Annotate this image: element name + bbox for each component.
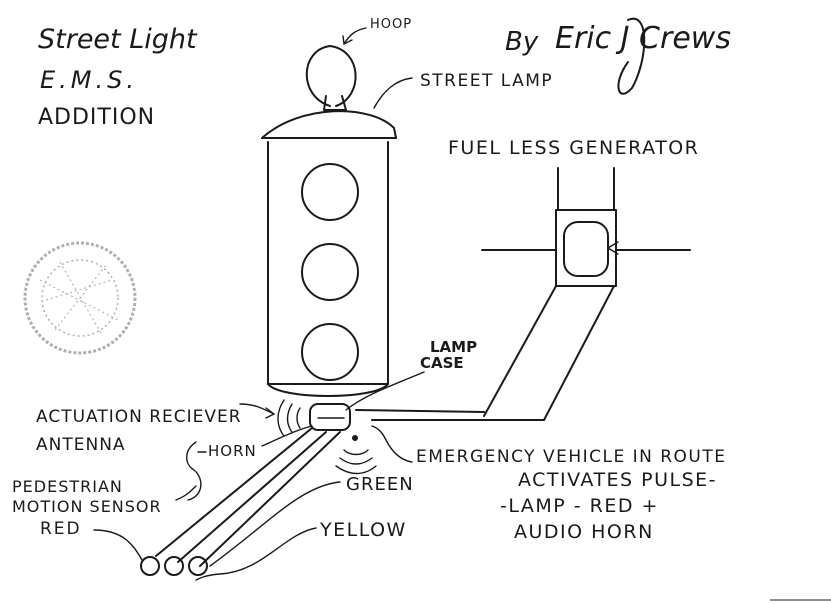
generator-box <box>555 209 617 287</box>
label-emergency-2: ACTIVATES PULSE- <box>518 469 717 491</box>
bulb-red <box>140 556 160 576</box>
label-emergency-3: -LAMP - RED + <box>500 495 659 517</box>
label-emergency-4: AUDIO HORN <box>514 521 654 543</box>
conduit-to-lamp-top <box>355 409 485 413</box>
label-hoop: HOOP <box>370 17 412 32</box>
street-lamp-pointer <box>373 77 413 109</box>
label-receiver-1: ACTUATION RECIEVER <box>36 407 242 427</box>
hoop: HOOP <box>305 17 412 111</box>
title-line-3: ADDITION <box>38 105 155 130</box>
horn-wave-1 <box>343 449 369 456</box>
receiver-pointer-head <box>265 407 275 419</box>
horn-pointer <box>261 425 313 447</box>
title-block: Street Light E.M.S. ADDITION <box>38 24 198 130</box>
red-pointer <box>93 529 143 561</box>
antenna-wave-3 <box>277 399 285 437</box>
indicator-bulbs <box>140 556 208 576</box>
signal-lens-top <box>301 163 359 221</box>
title-line-1: Street Light <box>38 24 198 55</box>
horn-bracket <box>186 441 202 501</box>
label-pedestrian-2: MOTION SENSOR <box>12 497 162 516</box>
stamp-inner-ring <box>41 259 119 337</box>
signal-lens-bottom <box>301 323 359 381</box>
bulb-green <box>188 556 208 576</box>
label-receiver-2: ANTENNA <box>36 435 126 455</box>
lamp-cap <box>261 110 397 139</box>
signal-lens-middle <box>301 243 359 301</box>
generator-arrow <box>607 241 619 255</box>
wire-yellow <box>177 431 327 563</box>
emergency-note: EMERGENCY VEHICLE IN ROUTE ACTIVATES PUL… <box>371 425 727 543</box>
wire-green <box>199 431 341 567</box>
label-street-lamp: STREET LAMP <box>420 71 553 91</box>
label-yellow: YELLOW <box>319 519 407 541</box>
green-pointer <box>209 481 341 567</box>
notary-stamp <box>23 241 137 355</box>
horn-callout: HORN <box>186 425 313 501</box>
lamp-case-pointer <box>345 371 425 411</box>
bulb-yellow <box>164 556 184 576</box>
lamp-body <box>267 141 389 385</box>
actuation-receiver: ACTUATION RECIEVER ANTENNA <box>36 403 275 455</box>
horn-wave-3 <box>335 465 377 475</box>
antenna-wave-1 <box>296 407 301 429</box>
lamp-bottom <box>267 383 389 397</box>
wiring <box>155 427 341 567</box>
label-red: RED <box>40 519 82 539</box>
color-labels: RED GREEN YELLOW <box>40 474 414 581</box>
hoop-pointer <box>343 27 367 45</box>
author-block: By Eric J Crews <box>505 17 731 95</box>
wire-red <box>155 427 313 557</box>
receiver-pointer <box>239 403 275 415</box>
label-green: GREEN <box>346 474 414 495</box>
label-pedestrian-1: PEDESTRIAN <box>12 477 123 496</box>
yellow-pointer <box>195 527 317 581</box>
fuelless-generator: FUEL LESS GENERATOR <box>355 137 699 421</box>
street-lamp: STREET LAMP <box>261 71 553 397</box>
lamp-case-box <box>309 403 351 431</box>
lamp-case: LAMP CASE <box>277 338 477 475</box>
stamp-outer-ring <box>23 241 137 355</box>
generator-leg-left <box>483 285 557 417</box>
hoop-loop <box>305 45 357 107</box>
antenna-wave-2 <box>286 403 293 433</box>
author-prefix: By <box>505 27 539 57</box>
label-lamp-case-2: CASE <box>420 354 464 372</box>
title-line-2: E.M.S. <box>40 66 138 94</box>
pedestrian-sensor: PEDESTRIAN MOTION SENSOR <box>12 477 197 516</box>
pedestrian-pointer <box>175 485 197 501</box>
horn-wave-2 <box>339 457 373 465</box>
hoop-neck <box>323 95 347 111</box>
label-horn: HORN <box>208 442 257 460</box>
generator-core <box>563 221 609 277</box>
label-generator: FUEL LESS GENERATOR <box>448 137 699 159</box>
hoop-pointer-head <box>342 35 353 45</box>
signature-flourish <box>617 17 646 95</box>
emergency-pointer <box>371 425 413 463</box>
horn-emitter <box>352 435 358 441</box>
label-emergency-1: EMERGENCY VEHICLE IN ROUTE <box>416 447 727 467</box>
generator-leg-right <box>543 285 615 421</box>
label-lamp-case-1: LAMP <box>430 338 477 356</box>
